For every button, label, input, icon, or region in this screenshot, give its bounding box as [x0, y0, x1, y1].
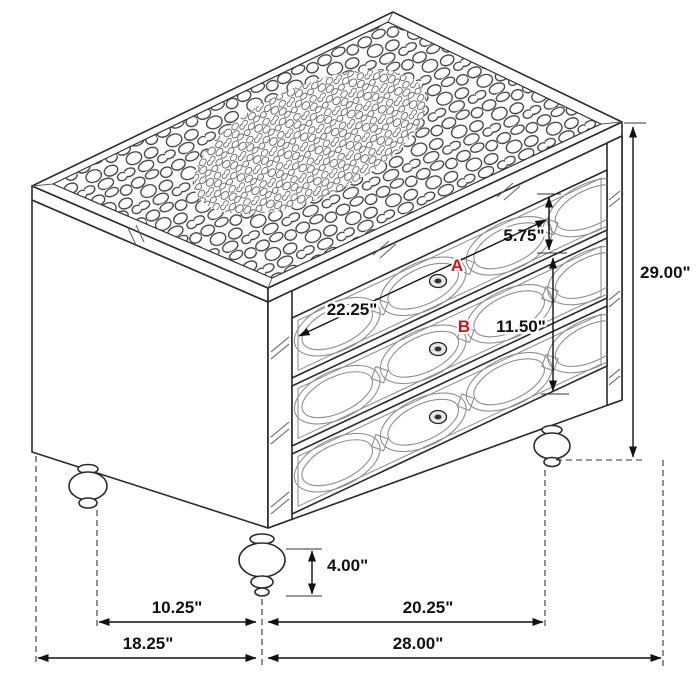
dim-overall-height-label: 29.00": [640, 263, 691, 282]
dim-overall-width: 28.00": [267, 632, 662, 662]
drawer-middle-knob[interactable]: [428, 341, 448, 357]
drawer-top-knob[interactable]: [428, 273, 448, 289]
drawer-bottom-knob[interactable]: [428, 409, 448, 425]
dim-foot-span: 20.25": [267, 596, 544, 626]
foot-front-center: [238, 533, 286, 597]
foot-right: [533, 424, 571, 468]
dim-bottom-drawer-label: 11.50": [496, 317, 546, 336]
part-label-b: B: [458, 317, 470, 336]
dim-overall-depth-label: 18.25": [123, 634, 174, 653]
dim-drawer-width: 22.25": [298, 219, 547, 337]
top-croc-dense-center: [193, 69, 427, 215]
extension-lines: [35, 122, 664, 666]
dim-drawer-width-label: 22.25": [327, 300, 378, 319]
dim-top-drawer-label: 5.75": [503, 226, 544, 245]
dim-foot-inset: 10.25": [98, 596, 257, 626]
top-frame-miters: [31, 11, 623, 289]
front-right-stile: [606, 135, 623, 407]
dim-foot-height: 4.00": [308, 550, 371, 595]
dim-foot-height-label: 4.00": [327, 556, 368, 575]
dim-overall-height: 29.00": [629, 126, 693, 458]
dim-foot-span-label: 20.25": [403, 598, 454, 617]
dimension-annotations: 29.00" 5.75" 11.50" 22.25" 4.00" 10.25": [35, 122, 693, 666]
dim-foot-inset-label: 10.25": [152, 598, 203, 617]
foot-left: [68, 463, 108, 509]
part-label-a: A: [451, 256, 463, 275]
nightstand-top: [31, 11, 623, 289]
dim-overall-depth: 18.25": [37, 632, 257, 662]
dim-overall-width-label: 28.00": [393, 634, 444, 653]
